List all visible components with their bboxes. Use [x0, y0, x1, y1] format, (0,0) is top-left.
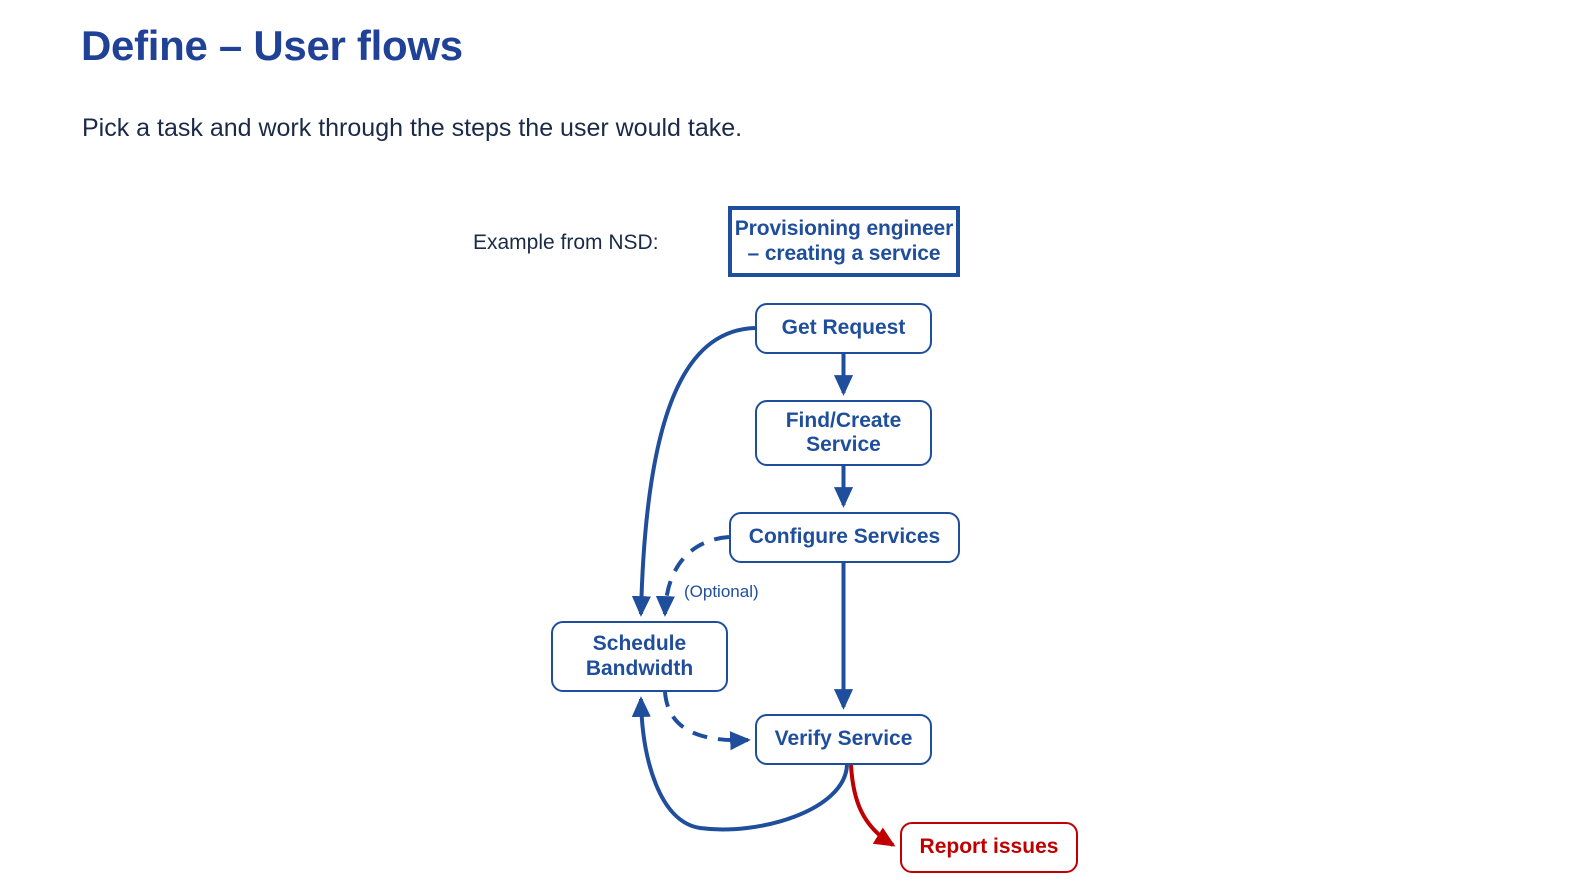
edge-verify-to-report — [849, 764, 896, 847]
flow-node-configure-services[interactable]: Configure Services — [729, 512, 960, 563]
edge-schedule-to-verify — [663, 691, 751, 751]
flow-node-schedule-line2: Bandwidth — [585, 656, 694, 680]
flow-node-report-issues-label: Report issues — [919, 835, 1059, 859]
diagram-caption: Example from NSD: — [473, 231, 659, 254]
flow-node-find-create-line2: Service — [806, 433, 881, 456]
flow-node-find-create-service-text: Find/Create Service — [786, 409, 902, 457]
flow-node-get-request-label: Get Request — [781, 316, 906, 340]
flow-node-header-line1: Provisioning engineer — [734, 217, 954, 241]
flow-node-schedule-line1: Schedule — [592, 632, 687, 656]
flow-node-header[interactable]: Provisioning engineer – creating a servi… — [728, 206, 960, 277]
flow-node-get-request[interactable]: Get Request — [755, 303, 932, 354]
page-title: Define – User flows — [81, 22, 463, 69]
flow-node-header-text: Provisioning engineer – creating a servi… — [734, 217, 954, 265]
flow-node-configure-services-label: Configure Services — [748, 525, 941, 549]
flow-node-schedule-bandwidth-text: Schedule Bandwidth — [586, 632, 693, 680]
flow-node-header-line2: – creating a service — [747, 241, 941, 265]
flow-node-report-issues[interactable]: Report issues — [900, 822, 1078, 873]
flow-node-verify-service-label: Verify Service — [774, 727, 913, 751]
edge-verify-to-schedule — [631, 696, 849, 832]
edge-get-request-to-schedule — [631, 326, 756, 617]
edge-configure-to-schedule-optional — [655, 535, 730, 617]
flow-node-find-create-service[interactable]: Find/Create Service — [755, 400, 932, 466]
flow-node-find-create-line1: Find/Create — [785, 408, 902, 432]
flow-node-schedule-bandwidth[interactable]: Schedule Bandwidth — [551, 621, 728, 692]
edge-label-optional: (Optional) — [684, 582, 759, 601]
flow-node-verify-service[interactable]: Verify Service — [755, 714, 932, 765]
page-subtitle: Pick a task and work through the steps t… — [82, 114, 743, 142]
